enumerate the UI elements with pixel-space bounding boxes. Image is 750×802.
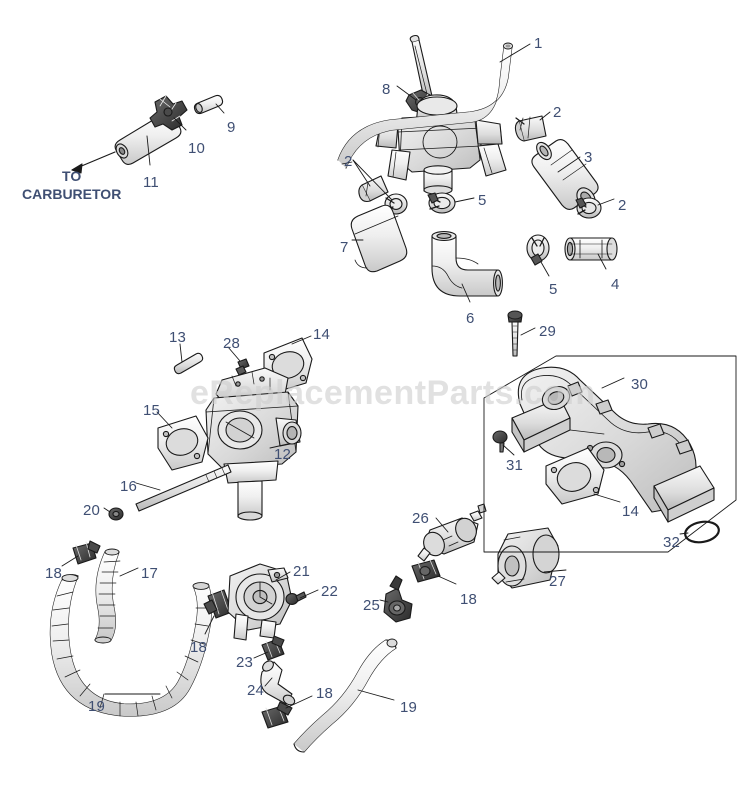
- callout-10[interactable]: 10: [188, 140, 206, 157]
- callout-22[interactable]: 22: [321, 583, 339, 600]
- part-18-clamp-a: [72, 540, 101, 565]
- callout-7[interactable]: 7: [340, 239, 349, 256]
- callout-12[interactable]: 12: [274, 446, 292, 463]
- callout-28[interactable]: 28: [223, 335, 241, 352]
- part-15-gasket-b: [157, 415, 209, 471]
- callout-9[interactable]: 9: [227, 119, 236, 136]
- to-carburetor-arrow: [71, 151, 116, 174]
- part-30-manifold-box: [483, 355, 737, 553]
- callout-21[interactable]: 21: [293, 563, 311, 580]
- callout-24[interactable]: 24: [247, 682, 265, 699]
- part-2-hose-clamp-b: [575, 197, 602, 219]
- part-4-connector-tube: [564, 237, 618, 261]
- callout-18-c[interactable]: 18: [316, 685, 334, 702]
- callout-15[interactable]: 15: [143, 402, 161, 419]
- part-5-hose-clamp-a: [427, 192, 456, 214]
- callout-14-b[interactable]: 14: [622, 503, 640, 520]
- part-29-bolt: [507, 310, 523, 357]
- callout-2-c[interactable]: 2: [618, 197, 627, 214]
- callout-29[interactable]: 29: [539, 323, 557, 340]
- part-6-elbow-hose: [431, 231, 503, 297]
- callout-14[interactable]: 14: [313, 326, 331, 343]
- callout-32[interactable]: 32: [663, 534, 681, 551]
- note-line-1: TO: [62, 168, 82, 184]
- part-9-connector: [193, 94, 224, 115]
- part-24-elbow-fitting: [260, 660, 296, 706]
- part-32-o-ring: [684, 520, 720, 544]
- callout-2-b[interactable]: 2: [344, 153, 353, 170]
- callout-1[interactable]: 1: [534, 35, 543, 52]
- part-2-hose-clamp-a: [514, 115, 547, 142]
- callout-31[interactable]: 31: [506, 457, 524, 474]
- part-18-clamp-d: [411, 559, 441, 583]
- part-18-clamp-c: [261, 701, 293, 729]
- part-1-fuel-hose: [337, 42, 514, 169]
- callout-16[interactable]: 16: [120, 478, 138, 495]
- callout-5-b[interactable]: 5: [549, 281, 558, 298]
- callout-2[interactable]: 2: [553, 104, 562, 121]
- part-22-screw: [285, 591, 307, 605]
- part-27-filter-canister: [491, 527, 560, 589]
- part-23-clamp: [261, 635, 285, 661]
- part-8-fuel-pump-assembly: [375, 34, 507, 195]
- callout-3[interactable]: 3: [584, 149, 593, 166]
- part-5-hose-clamp-b: [526, 234, 550, 266]
- part-14-gasket-c: [545, 447, 605, 505]
- part-20-flange-nut: [108, 507, 124, 521]
- callout-17[interactable]: 17: [141, 565, 159, 582]
- part-25-tee-fitting: [383, 575, 413, 623]
- note-line-2: CARBURETOR: [22, 185, 122, 202]
- callout-8[interactable]: 8: [382, 81, 391, 98]
- callout-18[interactable]: 18: [45, 565, 63, 582]
- callout-27[interactable]: 27: [549, 573, 567, 590]
- part-17-fuel-hose-short: [94, 548, 121, 644]
- part-19-fuel-line-right: [293, 638, 398, 753]
- note-to-carburetor: TO CARBURETOR: [22, 168, 121, 203]
- callout-25[interactable]: 25: [363, 597, 381, 614]
- callout-23[interactable]: 23: [236, 654, 254, 671]
- callout-18-d[interactable]: 18: [460, 591, 478, 608]
- part-28-screw: [235, 358, 250, 376]
- part-16-stud: [135, 464, 232, 512]
- callout-20[interactable]: 20: [83, 502, 101, 519]
- part-18-clamp-b: [203, 589, 233, 619]
- part-30-intake-manifold: [511, 366, 715, 523]
- callout-26[interactable]: 26: [412, 510, 430, 527]
- callout-18-b[interactable]: 18: [190, 639, 208, 656]
- callout-5[interactable]: 5: [478, 192, 487, 209]
- callout-6[interactable]: 6: [466, 310, 475, 327]
- part-26-fuel-filter: [417, 503, 487, 562]
- callout-13[interactable]: 13: [169, 329, 187, 346]
- callout-30[interactable]: 30: [631, 376, 649, 393]
- part-19-fuel-line-left: [49, 574, 213, 717]
- part-21-fuel-pump: [227, 563, 293, 641]
- part-31-plug: [492, 430, 508, 453]
- callout-19[interactable]: 19: [88, 698, 106, 715]
- part-2-hose-clamp-c: [358, 175, 408, 215]
- part-12-carburetor: [205, 367, 302, 521]
- callout-11[interactable]: 11: [143, 174, 159, 191]
- callout-4[interactable]: 4: [611, 276, 620, 293]
- part-7-breather-tube: [350, 204, 408, 273]
- callout-19-b[interactable]: 19: [400, 699, 418, 716]
- part-13-dowel-pin: [173, 352, 204, 375]
